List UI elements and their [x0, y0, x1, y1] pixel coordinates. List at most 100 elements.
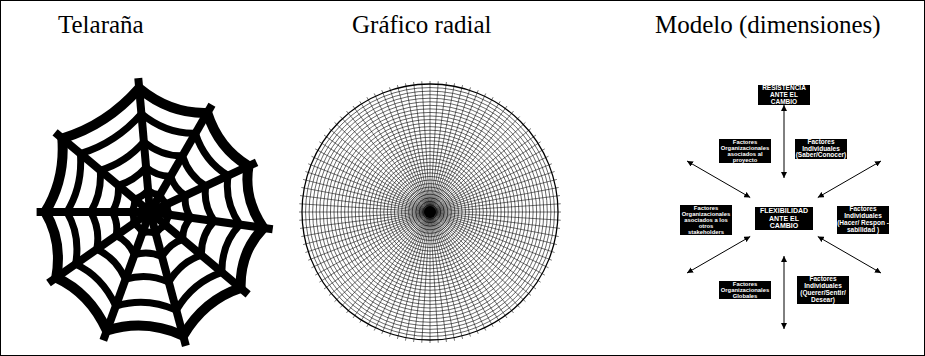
panel-title-wrap: Gráfico radial — [352, 12, 492, 37]
radial-spoke — [299, 212, 427, 220]
double-arrow — [784, 256, 785, 329]
factor-sector: Factores Individuales (Hacer/ Respon - s… — [834, 203, 892, 230]
radial-spoke — [382, 90, 429, 209]
radial-spoke — [353, 106, 428, 210]
radial-spoke — [432, 214, 514, 313]
radial-spoke — [431, 93, 485, 209]
radial-spoke — [433, 179, 557, 211]
radial-spoke — [433, 213, 555, 253]
factor-sector: Factores Individuales (Saber/Conocer) — [791, 136, 851, 156]
web-ring — [67, 114, 240, 310]
double-arrow — [818, 237, 881, 274]
core-disc — [746, 179, 822, 255]
ring-outer — [649, 82, 919, 352]
radial-spoke — [430, 215, 431, 343]
radial-spoke — [433, 149, 545, 211]
web-hub — [140, 202, 160, 222]
radial-spoke — [397, 85, 429, 209]
radial-chart — [299, 81, 561, 343]
radial-spoke — [433, 196, 560, 212]
radial-spoke — [433, 164, 552, 211]
radial-spoke — [346, 111, 428, 210]
node-text: Factores Individuales (Saber/Conocer) — [795, 139, 847, 159]
node-text: Factores Individuales (Querer/Sentir/ De… — [797, 276, 849, 303]
radial-spoke — [433, 204, 561, 212]
radial-spoke — [305, 172, 427, 212]
radial-spoke — [430, 81, 431, 209]
radial-spoke — [433, 213, 557, 245]
radial-spoke — [329, 214, 428, 296]
radial-spoke — [422, 81, 430, 209]
radial-spoke — [374, 215, 428, 331]
resistance-ring: RESISTENCIA ANTE EL CAMBIO Factores Organ… — [649, 82, 919, 352]
radial-spoke — [432, 122, 525, 210]
radial-spoke — [390, 215, 430, 337]
double-arrow — [687, 237, 750, 274]
radial-spoke — [374, 93, 428, 209]
radial-spoke — [431, 97, 493, 209]
web-ring — [132, 190, 170, 233]
double-arrow — [818, 161, 881, 198]
radial-spoke — [367, 97, 429, 209]
factor-sector: Factores Individuales (Querer/Sentir/ De… — [792, 273, 854, 300]
factor-sector: Factores Organizacionales Globales — [714, 278, 776, 296]
radial-spoke — [432, 214, 520, 307]
radial-spoke — [299, 212, 427, 213]
web-ring — [112, 167, 191, 256]
radial-spoke — [433, 213, 545, 275]
panel-title: Telaraña — [58, 12, 144, 37]
radial-spoke — [315, 213, 427, 275]
flexibility-circle: FLEXIBILIDAD ANTE EL CAMBIO — [746, 179, 822, 255]
node-text: RESISTENCIA ANTE EL CAMBIO — [758, 85, 810, 105]
radial-spoke — [311, 213, 427, 267]
radial-spoke — [397, 215, 429, 339]
radial-spoke — [431, 85, 463, 209]
radial-spoke — [431, 83, 455, 209]
radial-spoke — [431, 215, 478, 334]
radial-spoke — [303, 213, 427, 245]
radial-spoke — [431, 215, 493, 327]
radial-spoke — [433, 212, 561, 213]
panel-title-wrap: Telaraña — [58, 12, 144, 37]
double-arrow — [784, 105, 785, 178]
radial-spoke — [433, 156, 549, 210]
radial-spoke — [303, 179, 427, 211]
node-text: Factores Organizacionales Globales — [719, 281, 771, 299]
radial-spoke — [433, 213, 549, 267]
radial-spoke — [367, 215, 429, 327]
radial-spoke — [335, 214, 428, 302]
double-arrow — [687, 161, 750, 198]
radial-spoke — [311, 156, 427, 210]
radial-spoke — [300, 212, 427, 228]
radial-center — [424, 206, 436, 218]
radial-spoke — [432, 214, 507, 318]
radial-spoke — [405, 215, 429, 341]
web-ring — [45, 88, 263, 335]
panel-title: Gráfico radial — [352, 12, 492, 37]
radial-spoke — [315, 149, 427, 211]
spider-web — [37, 78, 273, 346]
factor-sector: Factores Organizacionales asociados a lo… — [674, 202, 738, 233]
panel-title-wrap: Modelo (dimensiones) — [655, 12, 881, 37]
radial-spoke — [301, 187, 427, 211]
radial-spoke — [308, 213, 427, 260]
radial-spoke — [432, 135, 536, 210]
radial-spoke — [414, 82, 430, 209]
node-text: Factores Organizacionales asociados al p… — [719, 139, 771, 164]
node-text: Factores Individuales (Hacer/ Respon - s… — [837, 206, 889, 233]
ring-inner — [671, 104, 897, 330]
node-text: FLEXIBILIDAD ANTE EL CAMBIO — [755, 207, 813, 230]
radial-spoke — [430, 215, 438, 343]
radial-spoke — [324, 214, 428, 289]
radial-spoke — [431, 87, 471, 209]
node-text: Factores Organizacionales asociados a lo… — [680, 205, 732, 236]
radial-spoke — [432, 128, 531, 210]
radial-spoke — [433, 213, 559, 237]
radial-spoke — [431, 215, 485, 331]
factor-sector: Factores Organizacionales asociados al p… — [714, 136, 776, 161]
panel-title: Modelo (dimensiones) — [655, 12, 881, 37]
